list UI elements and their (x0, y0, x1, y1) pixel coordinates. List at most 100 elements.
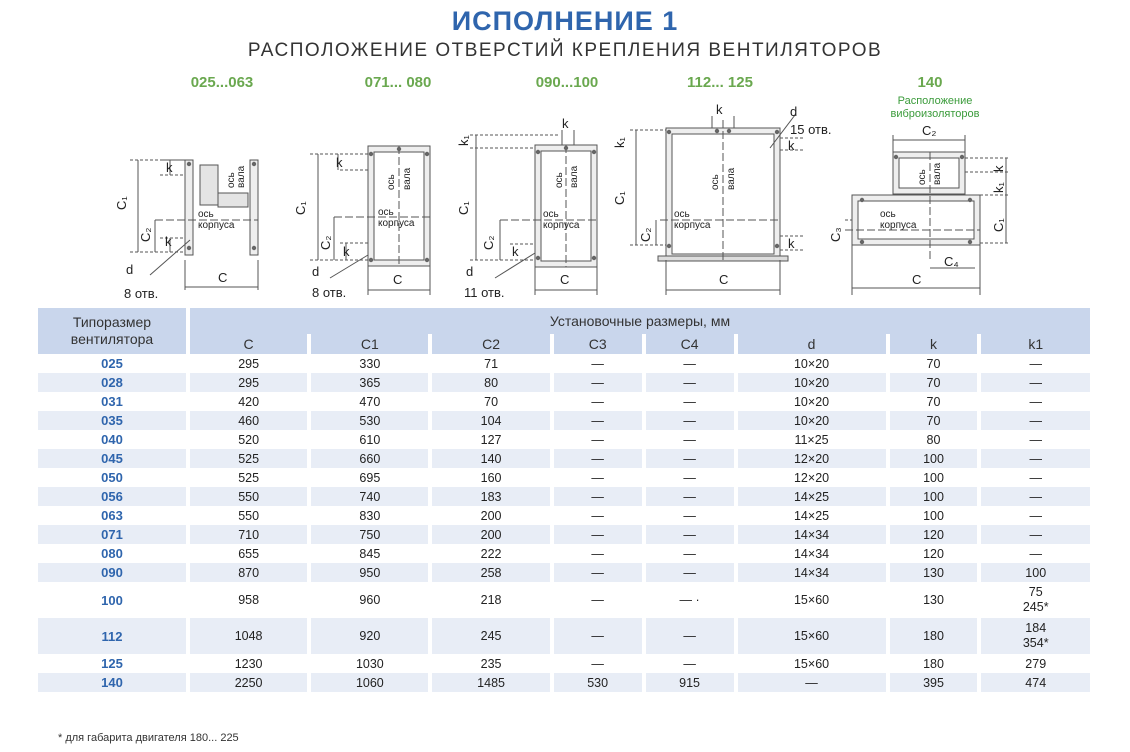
table-cell: — (683, 394, 696, 409)
label-c: C (393, 272, 402, 287)
table-cell: — (591, 546, 604, 561)
label-c1: C₁ (114, 196, 129, 210)
table-cell: 130 (889, 563, 978, 582)
group-label-025-063: 025...063 (191, 74, 254, 91)
table-cell: — (645, 525, 734, 544)
label-c: C (560, 272, 569, 287)
label-d: d (312, 264, 319, 279)
table-cell: — (645, 411, 734, 430)
axis-shaft-label-2: вала (569, 165, 580, 188)
table-cell: 218 (480, 592, 502, 607)
label-c1: C₁ (612, 191, 627, 205)
table-cell: 870 (190, 563, 308, 582)
label-k: k (562, 116, 569, 131)
table-cell: — (553, 487, 642, 506)
axis-shaft-label: ось (386, 174, 397, 190)
axis-body-label-2: корпуса (378, 218, 415, 229)
table-cell: — (1029, 546, 1042, 561)
label-c: C (719, 272, 728, 287)
column-header: C4 (645, 334, 734, 354)
diagram-071-080 (310, 145, 431, 295)
table-cell: 1030 (355, 656, 384, 671)
page-subtitle: РАСПОЛОЖЕНИЕ ОТВЕРСТИЙ КРЕПЛЕНИЯ ВЕНТИЛЯ… (247, 40, 883, 61)
column-header: d (737, 334, 886, 354)
table-cell: 474 (981, 673, 1090, 692)
table-cell: 15×60 (737, 618, 886, 654)
label-k: k (166, 160, 173, 175)
table-cell: — (683, 470, 696, 485)
table-cell: — (645, 487, 734, 506)
diagram-112-125 (630, 114, 805, 295)
fan-size-cell: 035 (38, 411, 186, 430)
table-cell: 140 (432, 449, 550, 468)
table-cell: 12×20 (793, 470, 830, 485)
fan-size-cell: 028 (38, 373, 186, 392)
table-cell: 12×20 (737, 449, 886, 468)
label-k: k (788, 236, 795, 251)
table-cell: — (1029, 394, 1042, 409)
column-header: C (190, 334, 308, 354)
fan-size-cell: 140 (38, 673, 186, 692)
label-c: C (218, 270, 227, 285)
table-cell: — (645, 618, 734, 654)
label-holes-11: 11 отв. (464, 285, 505, 300)
table-cell: — (683, 656, 696, 671)
table-cell: — (683, 508, 696, 523)
table-cell: — (591, 508, 604, 523)
table-cell: 295 (190, 373, 308, 392)
table-cell: 14×34 (793, 546, 830, 561)
table-cell: — (1029, 508, 1042, 523)
table-cell: 460 (190, 411, 308, 430)
table-cell: 222 (480, 546, 502, 561)
axis-body-label: ось (674, 209, 690, 220)
table-cell: 330 (359, 356, 381, 371)
label-k: k (512, 244, 519, 259)
group-label-140: 140 (917, 74, 942, 91)
table-cell: 2250 (190, 673, 308, 692)
page-title: ИСПОЛНЕНИЕ 1 (451, 6, 679, 36)
table-cell: 530 (311, 411, 429, 430)
label-k: k (343, 244, 350, 259)
table-cell: 845 (359, 546, 381, 561)
table-cell: — (553, 525, 642, 544)
axis-shaft-label: ось (226, 172, 237, 188)
fan-size-cell: 100 (101, 592, 123, 608)
label-d: d (790, 104, 797, 119)
label-c1: C₁ (991, 218, 1006, 232)
fan-size-cell: 040 (101, 432, 123, 447)
label-c4: C₄ (944, 254, 959, 269)
table-cell: 958 (238, 592, 260, 607)
fan-size-cell: 056 (38, 487, 186, 506)
axis-body-label-2: корпуса (198, 220, 235, 231)
table-cell: — (591, 470, 604, 485)
fan-size-cell: 125 (101, 656, 123, 671)
label-c2: C₂ (638, 228, 653, 242)
label-c2: C₂ (138, 228, 153, 242)
table-cell: — (553, 449, 642, 468)
table-cell: 14×34 (737, 563, 886, 582)
axis-shaft-label-2: вала (236, 165, 247, 188)
table-cell: 915 (645, 673, 734, 692)
table-cell: 15×60 (793, 592, 830, 607)
table-cell: 80 (926, 432, 941, 447)
label-c2: C₂ (318, 236, 333, 250)
table-cell: 279 (1025, 656, 1047, 671)
fan-size-cell: 112 (38, 618, 186, 654)
axis-body-label-2: корпуса (543, 220, 580, 231)
table-cell: 660 (311, 449, 429, 468)
fan-size-cell: 025 (101, 356, 123, 371)
table-cell: — (645, 449, 734, 468)
table-cell: — (1029, 432, 1042, 447)
diagram-140 (845, 135, 1010, 295)
fan-size-cell: 031 (101, 394, 123, 409)
table-cell: 10×20 (737, 411, 886, 430)
table-cell: 70 (926, 356, 941, 371)
label-c3: C₃ (828, 227, 843, 242)
table-cell: 520 (238, 432, 260, 447)
label-c1: C₁ (456, 201, 471, 215)
table-cell: — (591, 592, 604, 607)
